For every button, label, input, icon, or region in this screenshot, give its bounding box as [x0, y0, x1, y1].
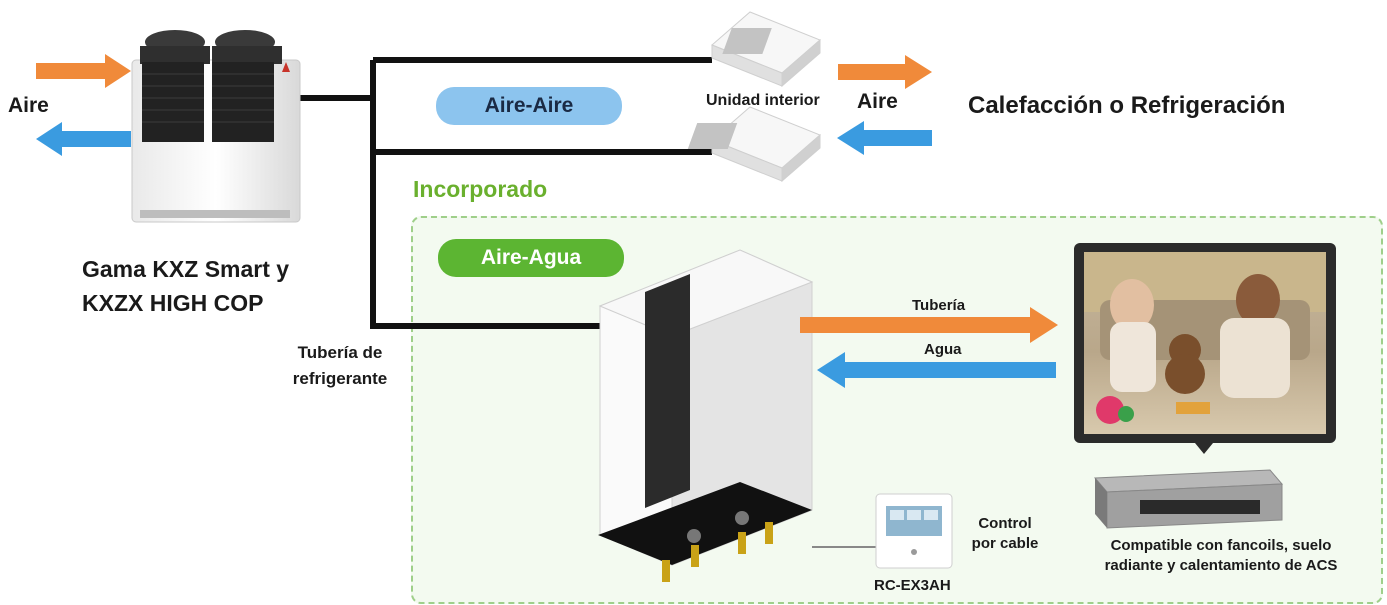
hydro-unit-image	[598, 249, 814, 582]
ducted-fancoil-image	[1093, 469, 1284, 529]
outdoor-unit-name-line2: KXZX HIGH COP	[82, 290, 264, 316]
compatibility-label-line2: radiante y calentamiento de ACS	[1104, 557, 1338, 574]
indoor-air-arrows	[837, 55, 932, 155]
refrigerant-pipe-label-line1: Tubería de	[297, 343, 383, 362]
outdoor-air-label: Aire	[8, 94, 49, 117]
outdoor-air-arrows	[36, 54, 131, 156]
controller-model-label: RC-EX3AH	[874, 577, 951, 594]
water-pipe-label: Tubería	[912, 297, 966, 314]
compatibility-label-line1: Compatible con fancoils, suelo	[1110, 537, 1332, 554]
indoor-unit-label: Unidad interior	[706, 92, 820, 109]
indoor-air-label: Aire	[857, 90, 898, 113]
aire-aire-badge: Aire-Aire	[436, 87, 622, 125]
controller-label-line1: Control	[978, 515, 1032, 532]
heating-cooling-label: Calefacción o Refrigeración	[968, 92, 1286, 119]
refrigerant-pipe-label-line2: refrigerante	[292, 369, 388, 388]
outdoor-unit-image	[131, 30, 301, 223]
water-arrows	[800, 307, 1058, 388]
indoor-unit-image-bottom	[687, 106, 821, 183]
water-label: Agua	[924, 341, 962, 358]
application-photo	[1074, 243, 1336, 454]
built-in-heading: Incorporado	[413, 176, 548, 202]
wired-controller-image	[875, 493, 953, 569]
aire-agua-badge: Aire-Agua	[438, 239, 624, 277]
controller-label-line2: por cable	[971, 535, 1039, 552]
refrigerant-pipes	[300, 57, 712, 329]
outdoor-unit-name-line1: Gama KXZ Smart y	[82, 256, 290, 282]
indoor-unit-image-top	[711, 11, 821, 88]
